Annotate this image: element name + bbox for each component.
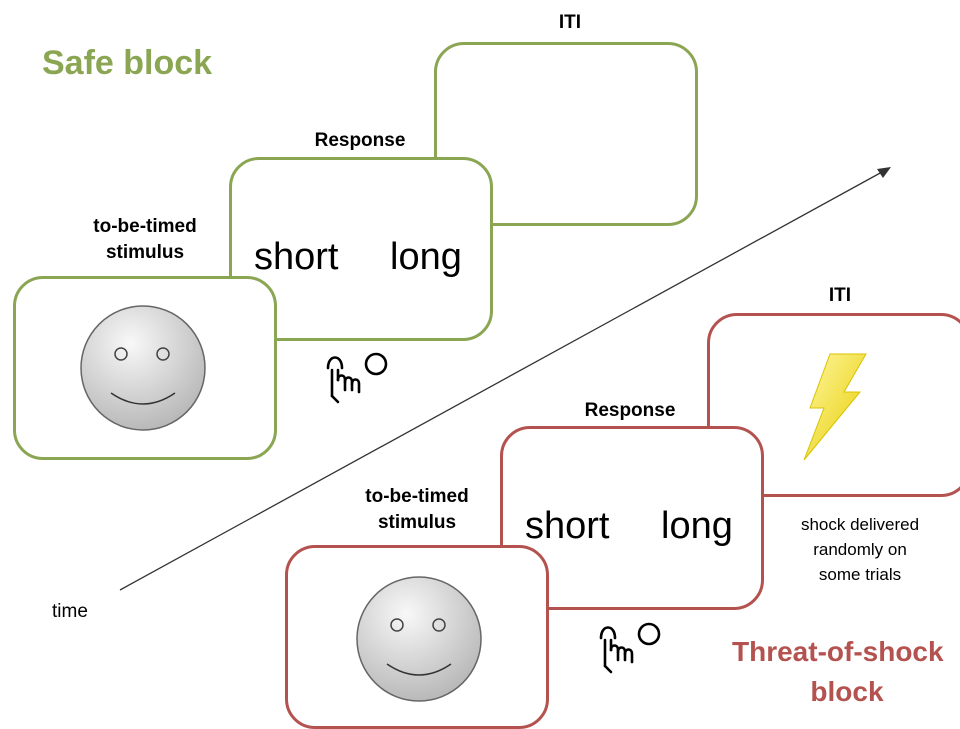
smiley-face-icon: [356, 576, 482, 702]
threat-stimulus-screen: [285, 545, 549, 729]
safe-stimulus-screen: [13, 276, 277, 460]
safe-iti-label: ITI: [558, 12, 582, 33]
threat-iti-label: ITI: [828, 285, 852, 306]
threat-stimulus-label-line1: to-be-timed: [365, 486, 469, 507]
threat-block-title: Threat-of-shock block: [700, 632, 960, 712]
safe-block-title: Safe block: [42, 44, 213, 82]
threat-choice-short: short: [525, 505, 610, 547]
threat-choice-long: long: [661, 505, 733, 547]
safe-choice-long: long: [390, 236, 462, 278]
safe-choice-short: short: [254, 236, 339, 278]
safe-stimulus-label-line1: to-be-timed: [93, 216, 197, 237]
threat-stimulus-label: to-be-timed stimulus: [342, 484, 492, 536]
threat-block-title-line1: Threat-of-shock: [732, 636, 944, 667]
safe-response-screen: short long: [229, 157, 493, 341]
shock-note-line2: randomly on: [813, 540, 907, 559]
threat-response-label: Response: [584, 400, 676, 421]
smiley-face-icon: [80, 305, 206, 431]
shock-note-line3: some trials: [818, 565, 902, 584]
hand-press-button-icon: [599, 622, 661, 674]
threat-stimulus-label-line2: stimulus: [377, 512, 457, 533]
lightning-bolt-icon: [803, 353, 867, 461]
shock-note-line1: shock delivered: [800, 515, 920, 534]
shock-note: shock delivered randomly on some trials: [760, 512, 960, 587]
safe-stimulus-label-line2: stimulus: [105, 242, 185, 263]
safe-stimulus-label: to-be-timed stimulus: [70, 214, 220, 266]
threat-block-title-line2: block: [810, 676, 884, 707]
time-axis-label: time: [52, 601, 88, 622]
hand-press-button-icon: [326, 352, 388, 404]
safe-response-label: Response: [314, 130, 406, 151]
